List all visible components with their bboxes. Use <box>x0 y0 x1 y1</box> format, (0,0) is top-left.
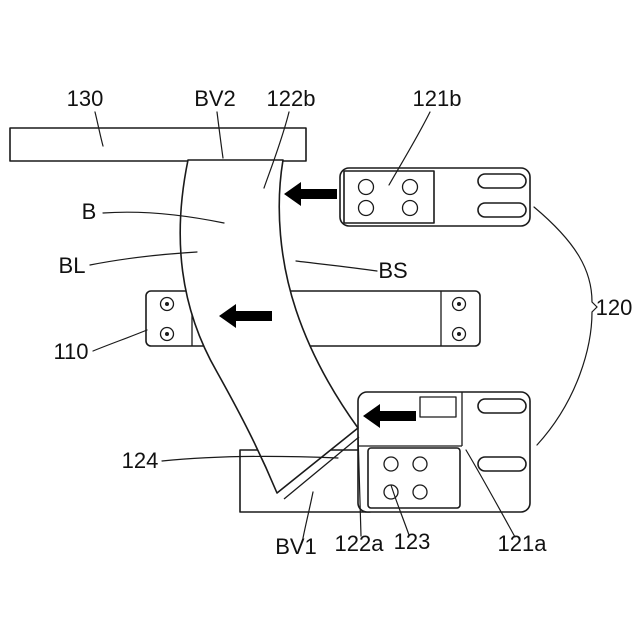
plate-hole <box>412 456 428 472</box>
plate-hole <box>401 199 419 217</box>
label-110: 110 <box>53 339 88 364</box>
label-120: 120 <box>596 295 633 320</box>
label-bv1: BV1 <box>275 534 317 559</box>
leader-bs <box>295 260 378 272</box>
leader-122a <box>357 433 362 537</box>
label-122b: 122b <box>267 86 316 111</box>
plate-hole <box>383 456 399 472</box>
label-b: B <box>82 199 97 224</box>
screw-center <box>165 302 169 306</box>
brace-120 <box>533 206 598 446</box>
plate-hole <box>412 484 428 500</box>
top-bar-130 <box>9 127 307 162</box>
leader-bl <box>89 251 198 266</box>
label-bv2: BV2 <box>194 86 236 111</box>
leader-bv2 <box>216 111 224 159</box>
belt-B <box>179 159 360 500</box>
clamp-notch-122a <box>419 396 457 418</box>
belt-direction-arrow-middle <box>219 304 272 328</box>
label-bs: BS <box>378 258 407 283</box>
belt-direction-arrow-top <box>284 182 337 206</box>
rail-assembly-121b <box>339 167 531 227</box>
leader-121b <box>388 111 431 186</box>
label-121a: 121a <box>498 531 548 556</box>
slot <box>477 456 527 472</box>
mount-plate-122b <box>343 170 435 224</box>
label-130: 130 <box>67 86 104 111</box>
slot <box>477 173 527 189</box>
label-122a: 122a <box>335 531 385 556</box>
rail-assembly-121a <box>357 391 531 513</box>
leader-110 <box>92 329 148 352</box>
slot <box>477 202 527 218</box>
screw-center <box>457 332 461 336</box>
leader-121a <box>465 449 516 538</box>
leader-123 <box>390 484 410 536</box>
leader-122b <box>263 111 290 189</box>
slot <box>477 398 527 414</box>
leader-b <box>102 211 225 224</box>
belt-end-clamp-edge <box>283 436 360 500</box>
plate-hole <box>401 178 419 196</box>
plate-hole <box>357 178 375 196</box>
label-123: 123 <box>394 529 431 554</box>
label-124: 124 <box>122 448 159 473</box>
leader-124 <box>161 455 339 462</box>
label-121b: 121b <box>413 86 462 111</box>
screw-center <box>165 332 169 336</box>
screw-center <box>457 302 461 306</box>
plate-hole <box>357 199 375 217</box>
label-bl: BL <box>59 253 86 278</box>
mount-plate-123 <box>367 447 461 509</box>
belt-band <box>179 159 359 494</box>
belt-direction-arrow-bottom <box>363 404 416 428</box>
plate-hole <box>383 484 399 500</box>
leader-bv1 <box>302 491 314 539</box>
leader-130 <box>94 111 104 147</box>
